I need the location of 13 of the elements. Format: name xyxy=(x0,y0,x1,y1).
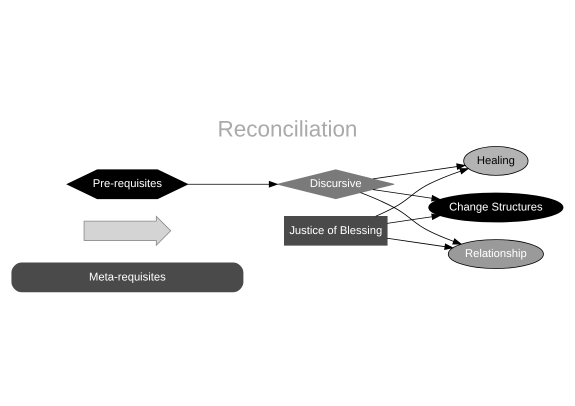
arrow xyxy=(372,162,466,179)
arrow xyxy=(360,192,462,244)
arrow xyxy=(386,237,454,250)
node-ellipse: Healing xyxy=(463,146,528,176)
arrow xyxy=(187,180,279,188)
arrow xyxy=(372,188,442,202)
arrow xyxy=(375,168,470,216)
node-arrow xyxy=(84,214,172,246)
node-diamond: Discursive xyxy=(277,168,395,199)
arrow xyxy=(386,212,442,224)
node-box: Justice of Blessing xyxy=(284,215,388,246)
diagram-title: Reconciliation xyxy=(218,116,358,141)
node-box: Meta-requisites xyxy=(11,262,244,292)
